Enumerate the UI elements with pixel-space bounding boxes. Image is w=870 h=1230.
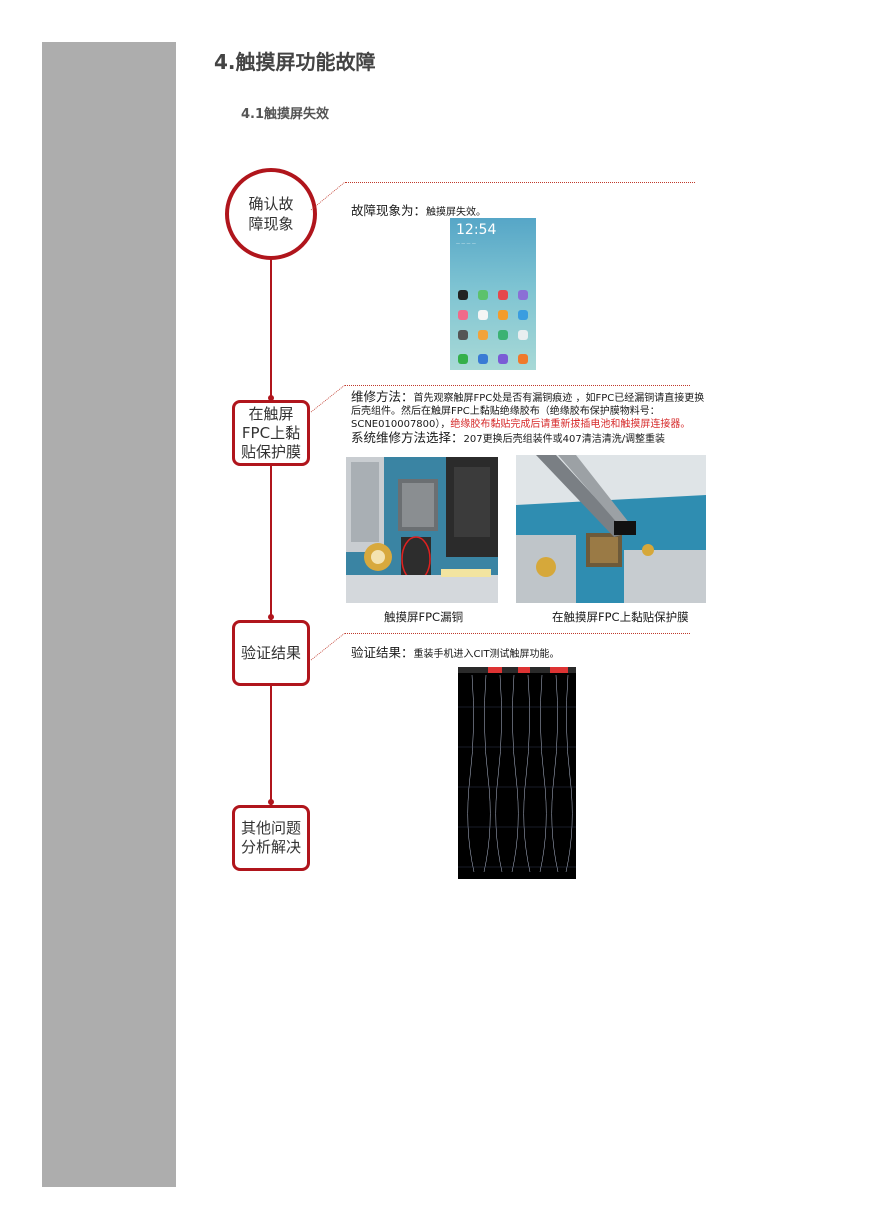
- tweezers-applying-film-illustration: [516, 455, 706, 603]
- repair-text: 首先观察触屏FPC处是否有漏铜痕迹 ，如FPC已经漏铜请直接更换后壳组件。然后在…: [351, 393, 705, 430]
- app-icon: [518, 290, 528, 300]
- left-sidebar-band: [42, 42, 176, 1187]
- flow-connector-line: [270, 462, 272, 622]
- system-method-text: 207更换后壳组装件或407清洁清洗/调整重装: [463, 434, 666, 445]
- circuit-board-illustration: [346, 457, 498, 603]
- symptom-text: 触摸屏失效。: [426, 207, 487, 218]
- flow-step-confirm: 确认故障现象: [225, 168, 317, 260]
- fpc-exposed-copper-photo: [346, 457, 498, 603]
- flow-step-label: 验证结果: [240, 643, 301, 662]
- app-icon: [518, 310, 528, 320]
- flow-step-label: 其他问题分析解决: [240, 819, 301, 856]
- flow-dot: [268, 799, 274, 805]
- verify-label: 验证结果：: [351, 645, 414, 660]
- app-icon: [478, 330, 488, 340]
- fpc-apply-film-photo: [516, 455, 706, 603]
- flow-step-label: 在触屏FPC上黏贴保护膜: [240, 404, 301, 461]
- repair-warning: 绝缘胶布黏贴完成后请重新拔插电池和触摸屏连接器。: [450, 419, 691, 430]
- section-heading: 4.触摸屏功能故障: [214, 50, 376, 74]
- flow-connector-line: [270, 252, 272, 407]
- verify-caption: 验证结果：重装手机进入CIT测试触屏功能。: [351, 642, 560, 661]
- flow-step-label: 确认故障现象: [248, 195, 294, 233]
- photo-caption-left: 触摸屏FPC漏铜: [384, 610, 464, 624]
- app-icon: [518, 330, 528, 340]
- symptom-caption: 故障现象为：触摸屏失效。: [351, 200, 486, 219]
- flow-step-verify: 验证结果: [232, 620, 310, 686]
- callout-rule: [345, 182, 695, 183]
- flow-dot: [268, 614, 274, 620]
- app-icon: [498, 330, 508, 340]
- app-icon: [458, 330, 468, 340]
- phone-home-screen-image: 12:54 — — — —: [450, 218, 536, 370]
- flow-step-other: 其他问题分析解决: [232, 805, 310, 871]
- app-icon: [478, 310, 488, 320]
- photo-caption-right: 在触摸屏FPC上黏贴保护膜: [552, 610, 689, 624]
- verify-text: 重装手机进入CIT测试触屏功能。: [413, 649, 560, 660]
- callout-rule: [345, 385, 690, 386]
- phone-date-bar: — — — —: [456, 241, 476, 246]
- flow-dot: [268, 395, 274, 401]
- repair-method-paragraph: 维修方法：首先观察触屏FPC处是否有漏铜痕迹 ，如FPC已经漏铜请直接更换后壳组…: [351, 390, 713, 446]
- app-icon: [498, 290, 508, 300]
- app-icon: [518, 354, 528, 364]
- subsection-heading: 4.1触摸屏失效: [241, 107, 330, 122]
- symptom-label: 故障现象为：: [351, 203, 427, 218]
- repair-label: 维修方法：: [351, 389, 414, 404]
- app-icon: [458, 310, 468, 320]
- app-icon: [478, 290, 488, 300]
- touch-trace-grid: [458, 667, 576, 879]
- phone-clock: 12:54: [456, 222, 497, 238]
- cit-touch-test-screen-image: [458, 667, 576, 879]
- flow-connector-line: [270, 683, 272, 807]
- app-icon: [498, 310, 508, 320]
- app-icon: [458, 354, 468, 364]
- app-icon: [458, 290, 468, 300]
- app-icon: [478, 354, 488, 364]
- app-icon: [498, 354, 508, 364]
- flow-step-apply-film: 在触屏FPC上黏贴保护膜: [232, 400, 310, 466]
- system-method-label: 系统维修方法选择：: [351, 430, 464, 445]
- callout-rule: [345, 633, 690, 634]
